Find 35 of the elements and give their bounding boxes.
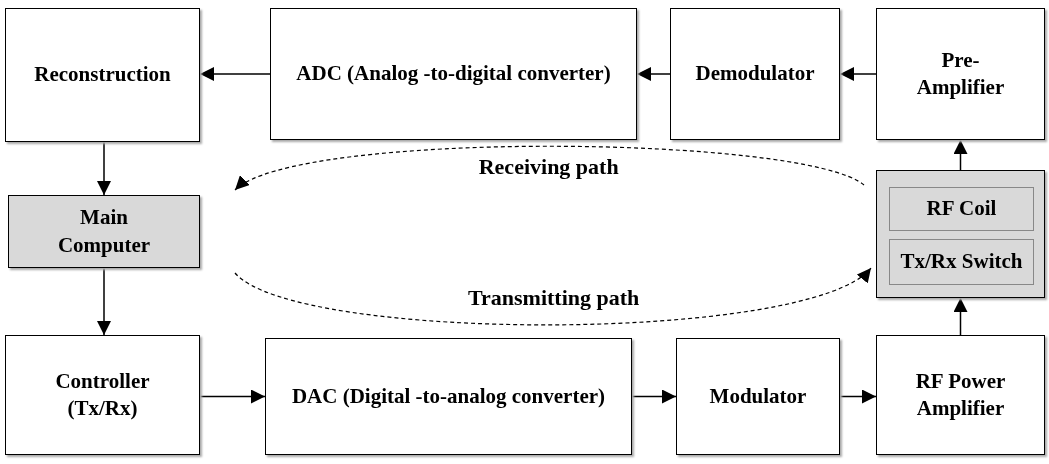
arrow: [199, 67, 271, 81]
process-box: [5, 8, 200, 142]
box-label: Controller (Tx/Rx): [54, 367, 151, 422]
arrow: [636, 67, 671, 81]
arrow: [97, 267, 111, 336]
process-box: [889, 187, 1034, 231]
process-box: [5, 335, 200, 455]
process-box: [889, 239, 1034, 285]
arrow: [199, 389, 266, 404]
process-box: [876, 335, 1045, 455]
box-label: Demodulator: [695, 60, 815, 88]
process-box: [876, 8, 1045, 140]
box-label: Tx/Rx Switch: [900, 248, 1023, 276]
box-label: Reconstruction: [34, 61, 171, 89]
arrow: [97, 141, 111, 196]
dashed-arrow: [234, 267, 872, 326]
process-box: [676, 338, 840, 455]
process-box: [270, 8, 637, 140]
box-label: ADC (Analog -to-digital converter): [296, 60, 611, 88]
arrow: [631, 389, 677, 404]
arrow: [953, 297, 968, 336]
arrow: [839, 389, 877, 404]
arrow: [839, 67, 877, 81]
process-box: [670, 8, 840, 140]
box-label: RF Coil: [926, 195, 997, 223]
box-label: Pre- Amplifier: [915, 46, 1006, 101]
box-label: Modulator: [709, 382, 807, 410]
arrow: [953, 139, 968, 171]
box-label: RF Power Amplifier: [914, 367, 1007, 422]
box-label: DAC (Digital -to-analog converter): [291, 382, 606, 410]
group-box: [876, 170, 1045, 298]
box-label: Main Computer: [56, 204, 152, 259]
dashed-arrow: [234, 145, 865, 191]
process-box: [8, 195, 200, 268]
process-box: [265, 338, 632, 455]
